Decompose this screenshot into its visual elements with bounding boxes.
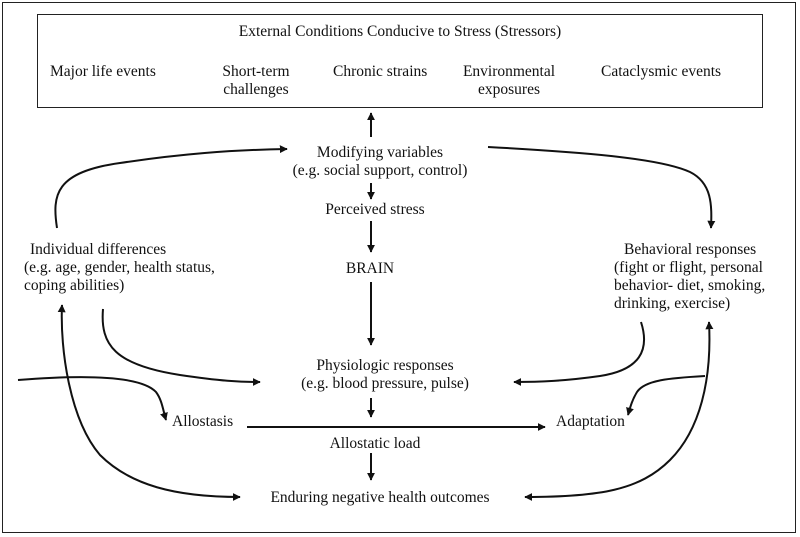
arrow-behavioral-outcomes-bidirectional bbox=[524, 321, 714, 501]
node-modifying-variables: Modifying variables (e.g. social support… bbox=[292, 144, 468, 179]
stressors-box bbox=[37, 14, 763, 108]
arrow-behavioral-to-physiologic bbox=[513, 321, 646, 386]
stressor-chronic-strains: Chronic strains bbox=[333, 63, 428, 80]
arrow-individual-to-allostasis bbox=[17, 376, 168, 421]
stressor-environmental-exposures: Environmental exposures bbox=[462, 63, 556, 98]
stressor-cataclysmic-events: Cataclysmic events bbox=[601, 63, 722, 80]
node-enduring-outcomes: Enduring negative health outcomes bbox=[270, 489, 490, 506]
node-behavioral-responses: Behavioral responses (fight or flight, p… bbox=[614, 241, 766, 312]
stressor-major-life-events: Major life events bbox=[50, 63, 156, 80]
arrow-individual-outcomes-bidirectional bbox=[57, 304, 241, 501]
stressor-short-term-challenges: Short-term challenges bbox=[222, 63, 290, 98]
node-perceived-stress: Perceived stress bbox=[325, 201, 425, 218]
arrow-modifying-to-behavioral bbox=[487, 146, 716, 229]
node-allostatic-load: Allostatic load bbox=[329, 435, 421, 452]
arrow-individual-to-physiologic bbox=[101, 308, 261, 386]
node-physiologic-responses: Physiologic responses (e.g. blood pressu… bbox=[301, 357, 469, 392]
arrow-behavioral-to-adaptation bbox=[626, 375, 706, 416]
stressors-title: External Conditions Conducive to Stress … bbox=[238, 23, 562, 40]
node-individual-differences: Individual differences (e.g. age, gender… bbox=[24, 241, 215, 294]
node-brain: BRAIN bbox=[345, 260, 395, 277]
arrow-individual-to-modifying bbox=[54, 145, 288, 229]
